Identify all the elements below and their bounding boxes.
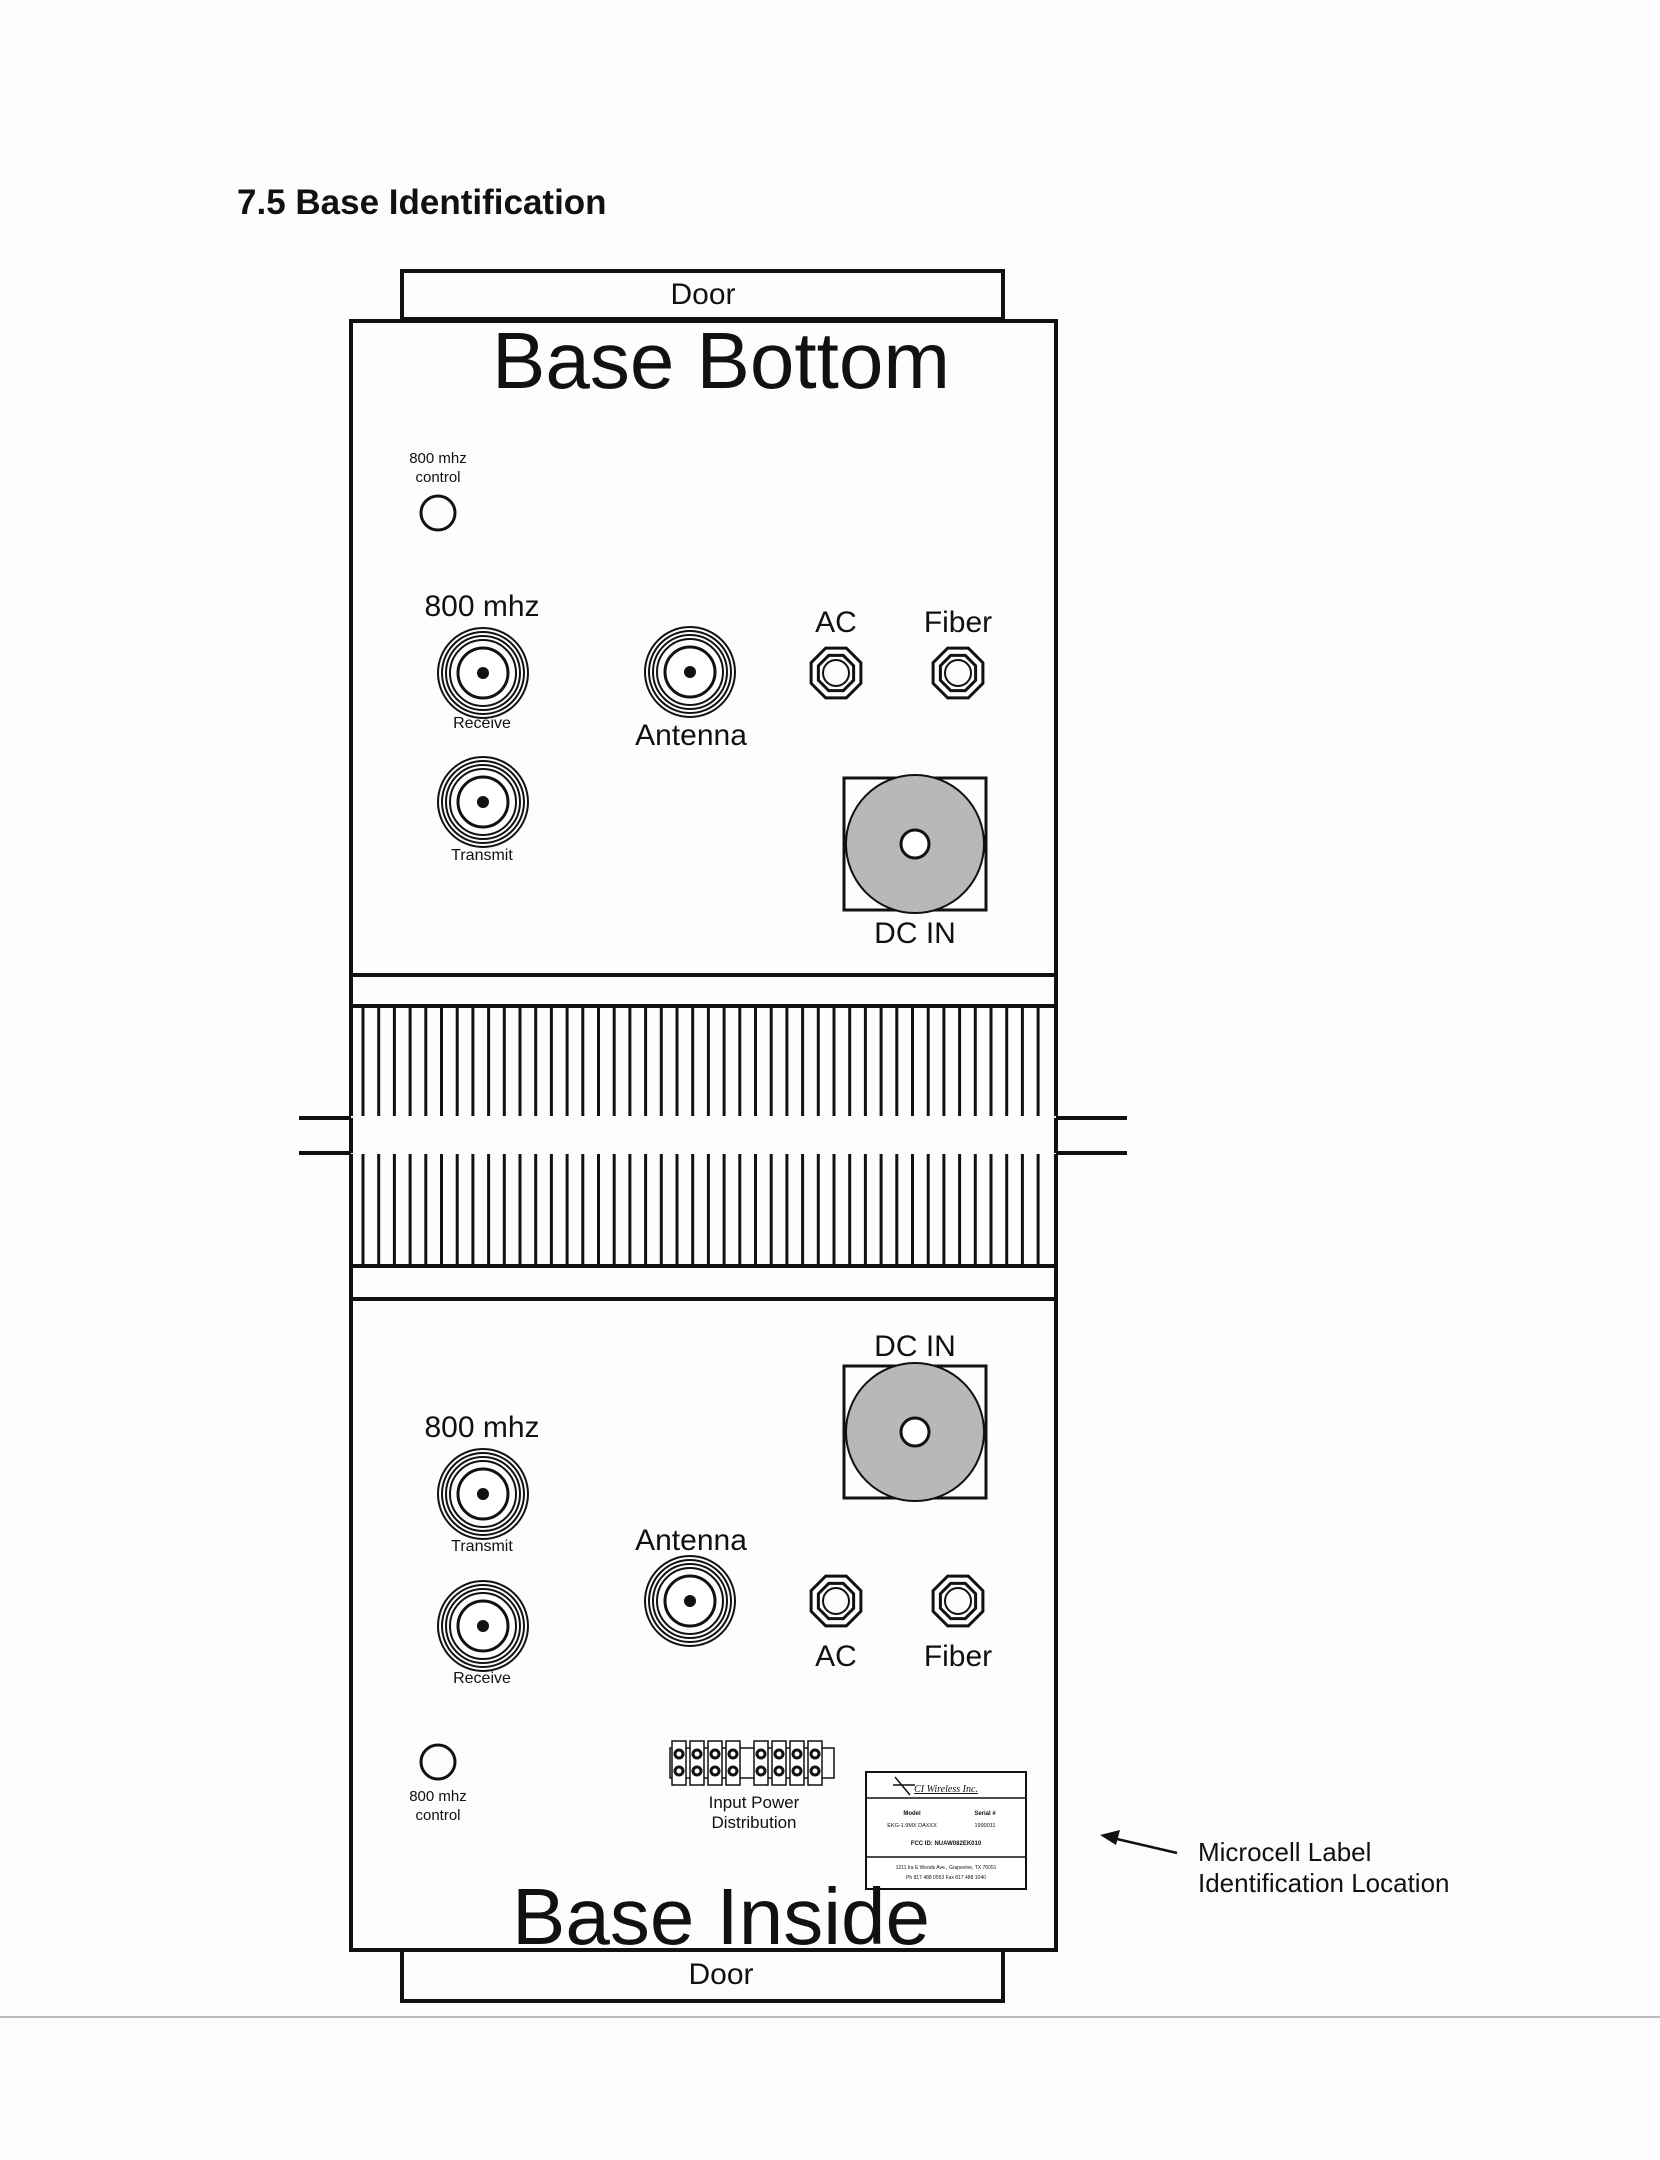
antenna-label: Antenna	[635, 1524, 747, 1557]
dc-in-connector-icon	[842, 774, 988, 914]
band-label: 800 mhz	[424, 590, 539, 623]
power-distribution-block-icon	[669, 1740, 835, 1786]
ac-connector-icon	[809, 1574, 863, 1628]
label-address: 1211 Ira E Woods Ave., Grapevine, TX 760…	[896, 1865, 997, 1871]
dc-in-label: DC IN	[874, 917, 956, 950]
microcell-label: CI Wireless Inc. Model Serial # EKG-1.9M…	[865, 1771, 1027, 1890]
callout-arrow-icon	[1100, 1830, 1178, 1855]
label-model-header: Model	[903, 1811, 921, 1817]
antenna-label: Antenna	[635, 719, 747, 752]
callout-text: Identification Location	[1198, 1868, 1450, 1898]
fiber-label: Fiber	[924, 606, 992, 639]
control-label: 800 mhz	[409, 450, 467, 467]
label-model: EKG-1.9MX DAXXX	[887, 1823, 937, 1829]
dc-in-connector-icon	[842, 1362, 988, 1502]
receive-label: Receive	[453, 715, 511, 732]
upper-strip	[349, 973, 1058, 1008]
power-label: Input Power	[709, 1793, 800, 1812]
label-phone: Ph 817 488 0553 Fax 817 488 1040	[906, 1875, 986, 1881]
antenna-connector-icon	[644, 1555, 736, 1647]
base-inside-title: Base Inside	[512, 1872, 930, 1961]
label-company: CI Wireless Inc.	[914, 1784, 978, 1795]
control-label: control	[415, 1807, 460, 1824]
label-fcc: FCC ID: NUAW082EK010	[911, 1841, 982, 1847]
power-label: Distribution	[711, 1813, 796, 1832]
fiber-label: Fiber	[924, 1640, 992, 1673]
fiber-connector-icon	[931, 646, 985, 700]
receive-label: Receive	[453, 1670, 511, 1687]
control-port-icon	[419, 1743, 457, 1781]
top-door-label: Door	[670, 278, 735, 311]
transmit-connector-icon	[437, 1448, 529, 1540]
antenna-connector-icon	[644, 626, 736, 718]
ac-label: AC	[815, 1640, 857, 1673]
band-label: 800 mhz	[424, 1411, 539, 1444]
receive-connector-icon	[437, 627, 529, 719]
lower-strip	[349, 1264, 1058, 1301]
transmit-label: Transmit	[451, 1538, 513, 1555]
base-bottom-title: Base Bottom	[492, 316, 950, 405]
transmit-connector-icon	[437, 756, 529, 848]
transmit-label: Transmit	[451, 847, 513, 864]
bottom-door-label: Door	[688, 1958, 753, 1991]
receive-connector-icon	[437, 1580, 529, 1672]
dc-in-label: DC IN	[874, 1330, 956, 1363]
control-label: 800 mhz	[409, 1788, 467, 1805]
ac-label: AC	[815, 606, 857, 639]
control-port-icon	[419, 494, 457, 532]
fiber-connector-icon	[931, 1574, 985, 1628]
ac-connector-icon	[809, 646, 863, 700]
control-label: control	[415, 469, 460, 486]
callout-text: Microcell Label	[1198, 1837, 1371, 1867]
bottom-door	[400, 1948, 1005, 2003]
label-serial-header: Serial #	[974, 1811, 996, 1817]
section-heading: 7.5 Base Identification	[237, 183, 607, 222]
label-serial: 1990011	[974, 1823, 995, 1829]
